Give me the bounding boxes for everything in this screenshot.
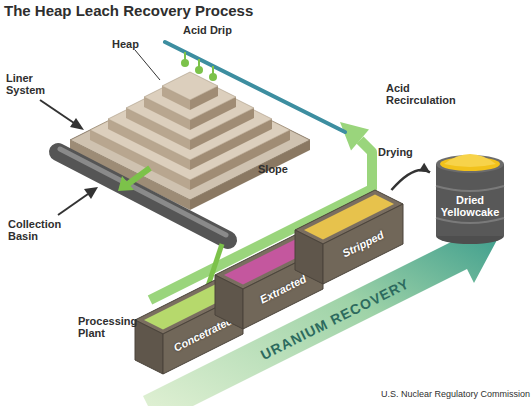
acid-drip [181, 59, 189, 67]
drying-arrow [391, 163, 430, 190]
tank-outline [295, 190, 405, 285]
leader-arrow [58, 194, 88, 215]
flow-line [128, 168, 150, 184]
plant-label: Processing Plant [78, 315, 140, 339]
heap-layer [162, 72, 218, 100]
yellowcake-mound [444, 154, 496, 167]
barrel-body [436, 164, 504, 236]
heap-label: Heap [112, 38, 152, 50]
acid-drip [209, 73, 217, 81]
acid-drip [198, 59, 200, 67]
slope-label: Slope [258, 163, 298, 175]
tank-side [135, 320, 163, 374]
barrel-rim [436, 155, 504, 173]
barrel-label: Dried Yellowcake [440, 194, 500, 218]
leader-line [135, 50, 160, 80]
flow-arrowhead [118, 176, 134, 191]
edge-label: Drying [378, 146, 413, 158]
liner-label: Liner System [6, 72, 56, 96]
barrel-band [436, 186, 504, 191]
barrel-band [436, 218, 504, 223]
credit-note: U.S. Nuclear Regulatory Commission [352, 388, 530, 400]
acid-drip [184, 52, 186, 60]
acid-pipe [165, 42, 345, 132]
recirculation-arrowhead [340, 122, 369, 151]
connector-line [391, 170, 430, 190]
collection-basin [58, 152, 228, 240]
recirculation-label: Acid Recirculation [386, 82, 466, 106]
basin-highlight [60, 149, 226, 235]
arrowhead [419, 163, 430, 173]
leader-arrow [40, 100, 74, 123]
acid-drip [212, 66, 214, 74]
acid-drip [195, 66, 203, 74]
basin-label: Collection Basin [8, 218, 70, 242]
stripped-tank: Stripped [295, 190, 405, 285]
leader-arrowhead [70, 118, 84, 130]
pipe-label: Acid Drip [183, 24, 253, 36]
leader-arrowhead [84, 187, 98, 199]
tank-side [215, 275, 243, 329]
diagram-title: The Heap Leach Recovery Process [4, 2, 253, 19]
yellowcake-barrel: Dried Yellowcake [430, 150, 510, 245]
tank-side [295, 230, 323, 284]
